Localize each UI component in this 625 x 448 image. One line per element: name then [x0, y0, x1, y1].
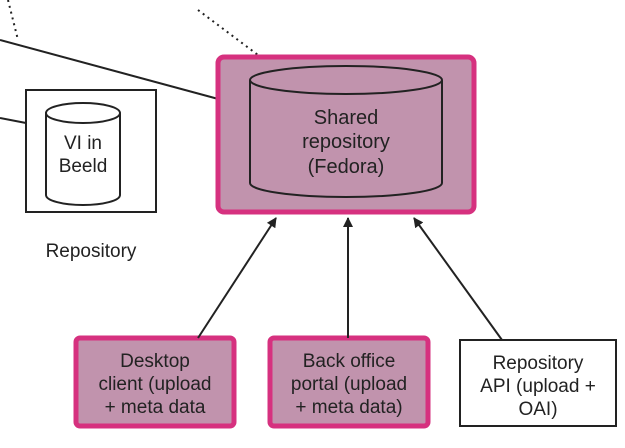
desktop-client-line-3: + meta data [104, 397, 206, 419]
shared-repository-cylinder-top [249, 65, 443, 95]
vi-in-beeld-line-1: VI in [63, 133, 103, 154]
vi-in-beeld-label: VI in Beeld [46, 132, 120, 178]
repository-api-line-2: API (upload + [480, 376, 596, 398]
vi-repository-cylinder-top [45, 102, 121, 124]
back-office-portal-line-3: + meta data) [295, 397, 403, 419]
shared-repository-line-1: Shared [313, 107, 379, 129]
desktop-client-box [73, 335, 237, 429]
repository-api-line-3: OAI) [518, 399, 558, 421]
vi-in-beeld-line-2: Beeld [58, 156, 108, 178]
repository-caption: Repository [45, 241, 137, 262]
back-office-portal-label: Back office portal (upload + meta data) [270, 350, 428, 420]
shared-repository-label: Shared repository (Fedora) [252, 106, 440, 179]
shared-repository-line-2: repository [302, 131, 390, 154]
arrow-api-to-shared [413, 217, 503, 341]
arrow-desktop-to-shared [197, 217, 277, 339]
link-line-left-repo [0, 117, 27, 124]
back-office-portal-line-1: Back office [302, 351, 396, 372]
link-line-left [0, 39, 223, 101]
shared-repository-cylinder [249, 80, 443, 198]
repository-api-box [459, 339, 617, 427]
shared-repository-line-3: (Fedora) [307, 155, 385, 178]
back-office-portal-line-2: portal (upload [290, 374, 408, 396]
desktop-client-line-1: Desktop [120, 351, 190, 372]
desktop-client-line-2: client (upload [98, 374, 212, 396]
vi-repository-cylinder [45, 113, 121, 206]
dotted-link-left [7, 0, 19, 41]
desktop-client-label: Desktop client (upload + meta data [76, 350, 234, 420]
dotted-link-right [197, 9, 259, 56]
repository-api-line-1: Repository [492, 353, 584, 374]
repository-api-label: Repository API (upload + OAI) [460, 352, 616, 422]
